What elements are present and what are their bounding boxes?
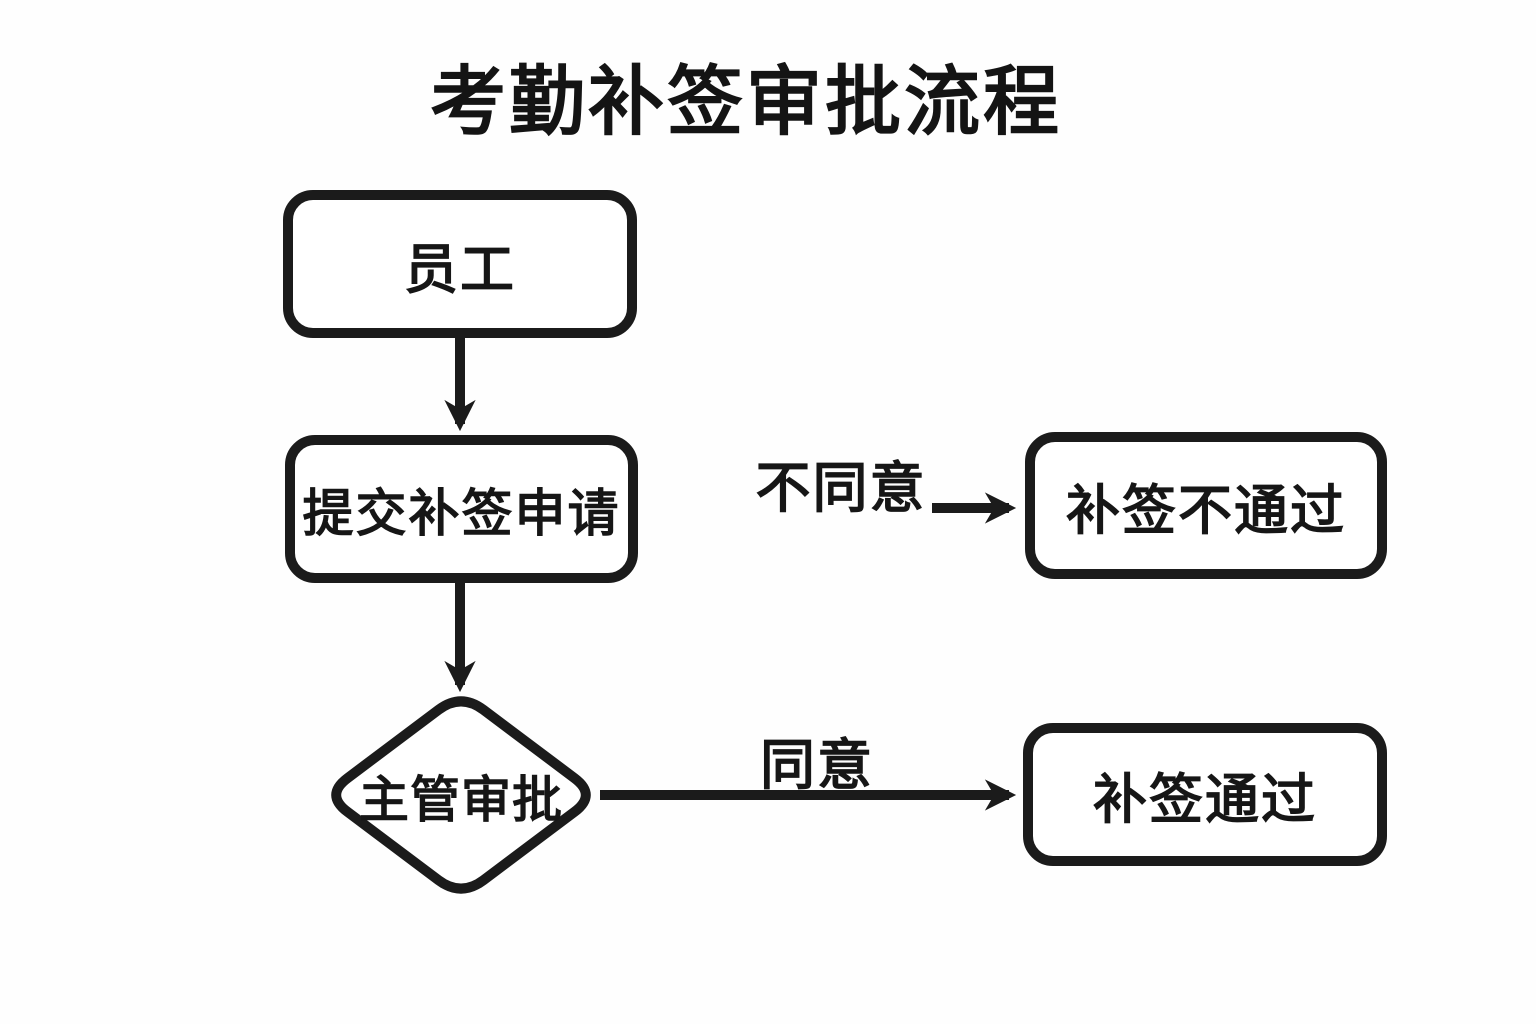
node-employee: 员工 — [283, 190, 637, 338]
node-resign-approved: 补签通过 — [1023, 723, 1387, 866]
node-submit-request: 提交补签申请 — [285, 435, 638, 583]
edge-label-agree: 同意 — [759, 734, 875, 796]
node-resign-rejected: 补签不通过 — [1025, 432, 1387, 579]
page-title: 考勤补签审批流程 — [430, 60, 1062, 145]
decision-diamond-shape — [331, 696, 591, 894]
node-supervisor-approval-label: 主管审批 — [359, 772, 563, 828]
edge-label-disagree: 不同意 — [755, 457, 927, 519]
